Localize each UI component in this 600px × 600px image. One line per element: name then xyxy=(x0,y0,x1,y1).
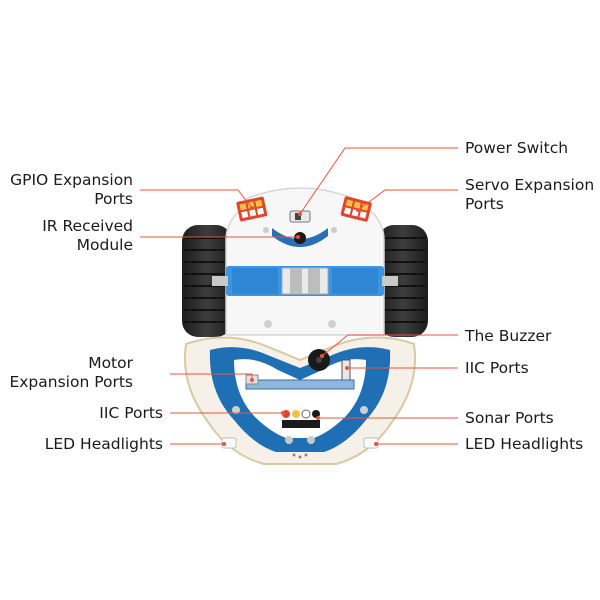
label-motor-expansion-ports: Motor Expansion Ports xyxy=(9,354,133,391)
ir-module xyxy=(272,228,328,247)
led-headlight-left xyxy=(221,437,237,449)
callout-buzzer xyxy=(321,334,458,357)
callout-lines xyxy=(140,147,458,446)
top-chassis-plate xyxy=(225,187,385,336)
callout-gpio xyxy=(140,189,253,209)
left-wheel xyxy=(182,225,232,337)
iic-header-right xyxy=(341,359,351,383)
callout-servo xyxy=(357,189,458,211)
right-wheel xyxy=(378,225,428,337)
callout-power xyxy=(299,147,458,215)
led-headlight-right xyxy=(363,437,379,449)
label-iic-ports-left: IIC Ports xyxy=(99,404,163,422)
label-led-headlights-left: LED Headlights xyxy=(44,435,163,453)
label-gpio-expansion-ports: GPIO Expansion Ports xyxy=(10,171,133,208)
motor-expansion-header xyxy=(245,379,355,390)
label-servo-expansion-ports: Servo Expansion Ports xyxy=(465,176,595,213)
label-iic-ports-right: IIC Ports xyxy=(465,359,529,377)
label-power-switch: Power Switch xyxy=(465,139,569,157)
label-ir-received-module: IR Received Module xyxy=(42,217,133,254)
label-led-headlights-right: LED Headlights xyxy=(465,435,584,453)
label-the-buzzer: The Buzzer xyxy=(465,327,552,345)
label-sonar-ports: Sonar Ports xyxy=(465,409,554,427)
gpio-port-block xyxy=(236,196,268,222)
servo-port-block xyxy=(340,196,372,222)
motor-bracket xyxy=(212,266,398,296)
